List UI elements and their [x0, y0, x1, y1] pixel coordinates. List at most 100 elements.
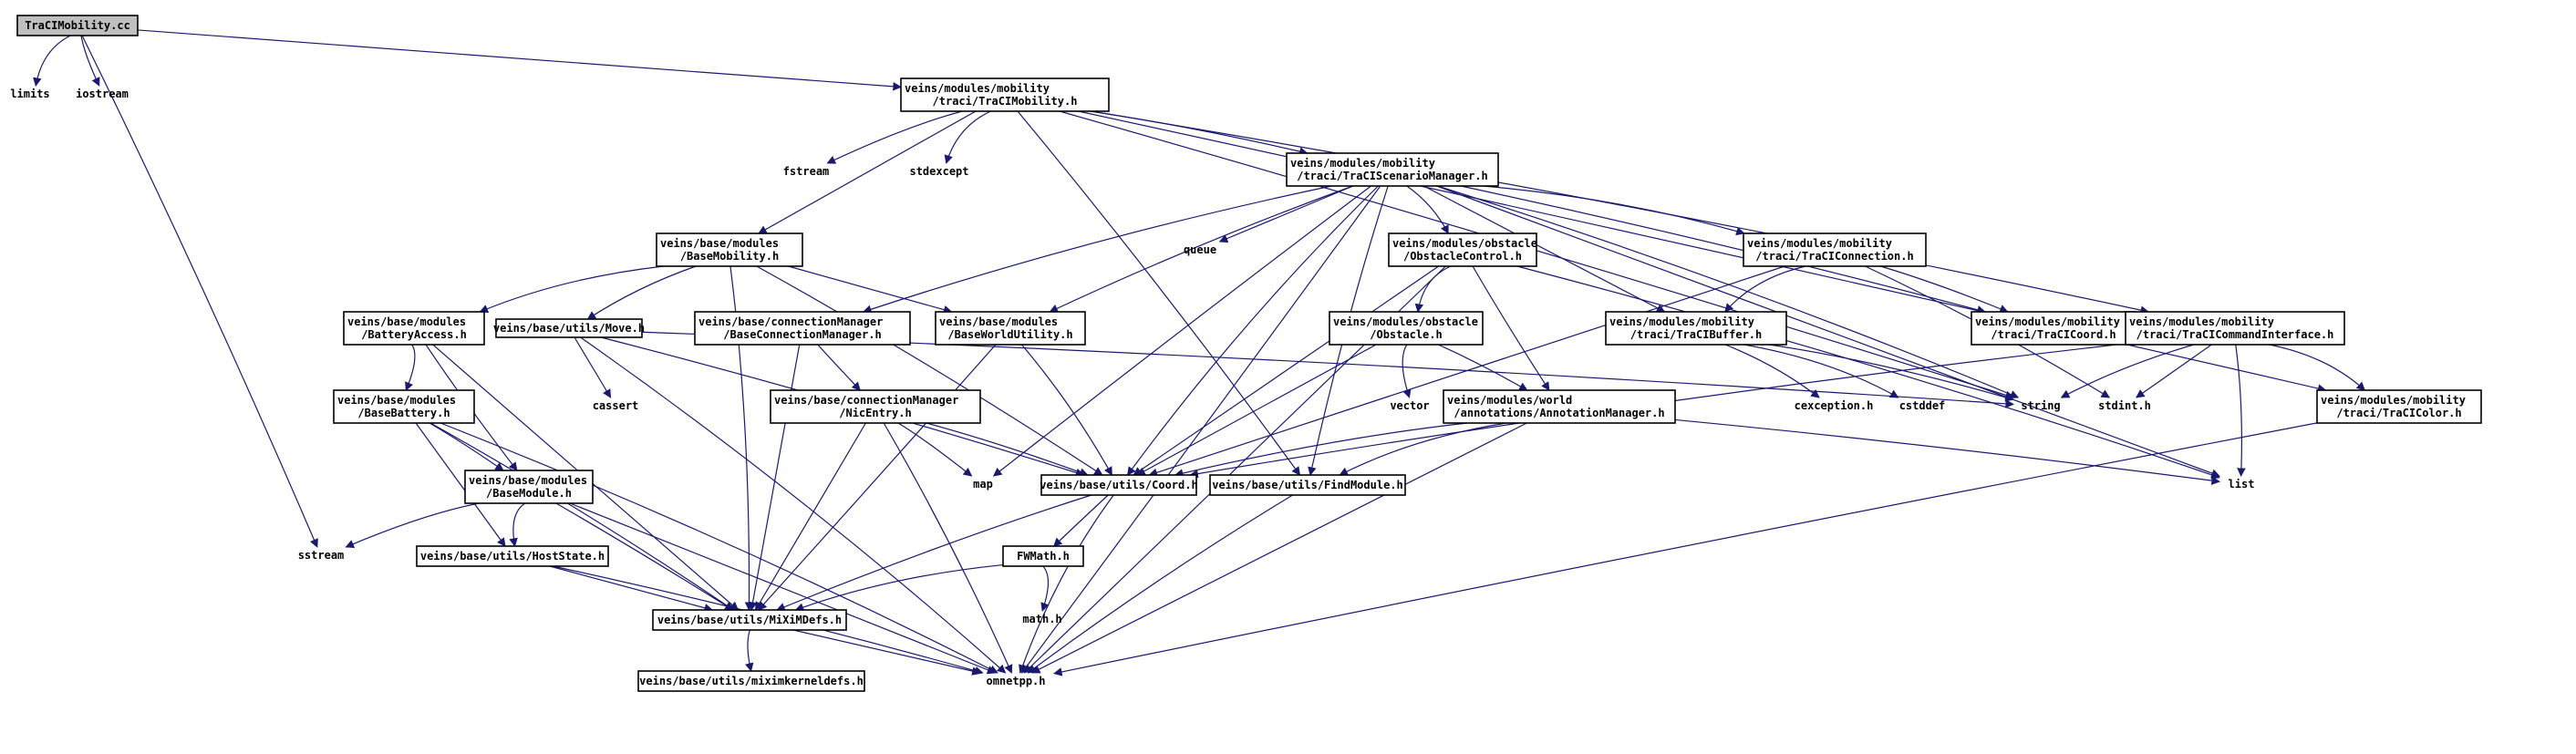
- node-label: veins/modules/mobility: [2129, 315, 2274, 328]
- node-label: sstream: [298, 549, 345, 562]
- node-root[interactable]: TraCIMobility.cc: [16, 15, 139, 36]
- node-box: [464, 470, 594, 504]
- node-label: /traci/TraCIColor.h: [2336, 407, 2461, 419]
- node-label: veins/base/connectionManager: [698, 315, 883, 328]
- edge-tracimob_h-to-scenario: [1090, 110, 1309, 156]
- node-label: /BatteryAccess.h: [361, 328, 467, 341]
- node-basemob[interactable]: veins/base/modules/BaseMobility.h: [656, 232, 803, 267]
- node-fwmath[interactable]: FWMath.h: [1002, 545, 1084, 567]
- node-label: FWMath.h: [1017, 550, 1070, 563]
- node-label: veins/modules/mobility: [1975, 315, 2120, 328]
- node-coord[interactable]: veins/base/utils/Coord.h: [1040, 474, 1198, 496]
- node-sstream[interactable]: sstream: [298, 549, 345, 562]
- node-hoststate[interactable]: veins/base/utils/HostState.h: [416, 545, 609, 567]
- node-label: cstddef: [1899, 399, 1946, 412]
- edge-basemob-to-move: [586, 265, 697, 320]
- node-label: veins/base/utils/miximkerneldefs.h: [639, 675, 864, 687]
- node-annotation[interactable]: veins/modules/world/annotations/Annotati…: [1443, 389, 1676, 424]
- node-mathh[interactable]: math.h: [1022, 613, 1061, 625]
- node-stdexcept[interactable]: stdexcept: [909, 165, 968, 178]
- edge-nicentry-to-map: [897, 422, 973, 477]
- node-string[interactable]: string: [2021, 399, 2060, 412]
- node-tracibuffer[interactable]: veins/modules/mobility/traci/TraCIBuffer…: [1605, 311, 1787, 346]
- edge-scenario-to-baseworld: [1049, 185, 1353, 313]
- edge-basemob-to-coord: [756, 265, 1103, 476]
- node-cstddef[interactable]: cstddef: [1899, 399, 1946, 412]
- node-box: [333, 389, 475, 424]
- node-obstaclecontrol[interactable]: veins/modules/obstacle/ObstacleControl.h: [1388, 232, 1537, 267]
- node-label: veins/base/modules: [347, 315, 466, 328]
- node-label: veins/modules/mobility: [2321, 394, 2466, 407]
- edge-obstaclecontrol-to-list: [1516, 265, 2220, 480]
- node-kerneldefs[interactable]: veins/base/utils/miximkerneldefs.h: [637, 670, 865, 692]
- node-label: /traci/TraCICoord.h: [1991, 328, 2116, 341]
- node-box: [656, 232, 803, 267]
- node-label: /BaseBattery.h: [357, 407, 450, 419]
- node-box: [1388, 232, 1537, 267]
- node-label: limits: [10, 88, 49, 100]
- node-box: [694, 311, 911, 346]
- edge-basemodule-to-omnetpp: [569, 502, 997, 675]
- node-limits[interactable]: limits: [10, 88, 49, 100]
- node-nicentry[interactable]: veins/base/connectionManager/NicEntry.h: [770, 389, 981, 424]
- node-label: fstream: [783, 165, 830, 178]
- node-label: veins/modules/obstacle: [1392, 237, 1537, 250]
- node-label: /traci/TraCIMobility.h: [933, 95, 1078, 108]
- node-queue[interactable]: queue: [1184, 243, 1216, 256]
- node-basebattery[interactable]: veins/base/modules/BaseBattery.h: [333, 389, 475, 424]
- node-iostream[interactable]: iostream: [76, 88, 129, 100]
- edge-tracibuffer-to-cstddef: [1743, 344, 1899, 398]
- node-miximdefs[interactable]: veins/base/utils/MiXiMDefs.h: [652, 609, 847, 631]
- edge-basebattery-to-hoststate: [415, 422, 506, 547]
- edge-obstaclecontrol-to-obstacle: [1414, 265, 1452, 313]
- node-label: veins/base/utils/Coord.h: [1040, 479, 1197, 491]
- edge-obstacle-to-coord: [1136, 344, 1377, 476]
- node-omnetpp[interactable]: omnetpp.h: [986, 675, 1045, 687]
- node-label: queue: [1184, 243, 1216, 256]
- edge-nicentry-to-coord: [926, 422, 1089, 477]
- node-battaccess[interactable]: veins/base/modules/BatteryAccess.h: [343, 311, 485, 346]
- edge-basebattery-to-basemodule: [429, 422, 504, 471]
- node-tracicoord[interactable]: veins/modules/mobility/traci/TraCICoord.…: [1971, 311, 2136, 346]
- edge-tracicmd-to-stdint: [2136, 344, 2212, 398]
- node-label: veins/base/modules: [939, 315, 1058, 328]
- edge-baseconnmgr-to-miximdefs: [748, 344, 801, 611]
- node-cassert[interactable]: cassert: [593, 399, 639, 412]
- node-list[interactable]: list: [2229, 478, 2255, 491]
- node-traciconn[interactable]: veins/modules/mobility/traci/TraCIConnec…: [1743, 232, 1927, 267]
- node-label: veins/base/modules: [337, 394, 456, 407]
- node-label: /BaseMobility.h: [680, 250, 779, 263]
- edge-fwmath-to-miximdefs: [794, 563, 1004, 612]
- node-move[interactable]: veins/base/utils/Move.h: [493, 318, 645, 338]
- node-box: [900, 77, 1110, 112]
- edge-tracimob_h-to-tracicolor: [1078, 110, 2327, 393]
- edge-annotation-to-findmodule: [1339, 422, 1507, 476]
- node-label: veins/modules/obstacle: [1333, 315, 1478, 328]
- edge-tracicmd-to-tracicolor: [2269, 344, 2366, 391]
- edge-root-to-limits: [33, 35, 71, 87]
- node-obstacle[interactable]: veins/modules/obstacle/Obstacle.h: [1329, 311, 1484, 346]
- edge-scenario-to-tracicoord: [1460, 185, 1986, 315]
- node-label: /BaseWorldUtility.h: [947, 328, 1072, 341]
- node-baseworld[interactable]: veins/base/modules/BaseWorldUtility.h: [935, 311, 1086, 346]
- node-map[interactable]: map: [973, 478, 993, 491]
- node-label: veins/base/utils/FindModule.h: [1212, 479, 1403, 491]
- node-findmodule[interactable]: veins/base/utils/FindModule.h: [1209, 474, 1406, 496]
- node-box: [637, 670, 865, 692]
- node-tracicmd[interactable]: veins/modules/mobility/traci/TraCIComman…: [2125, 311, 2345, 346]
- node-basemodule[interactable]: veins/base/modules/BaseModule.h: [464, 470, 594, 504]
- node-stdint[interactable]: stdint.h: [2098, 399, 2151, 412]
- node-label: cexception.h: [1795, 399, 1874, 412]
- edge-move-to-cassert: [574, 336, 612, 398]
- node-scenario[interactable]: veins/modules/mobility/traci/TraCIScenar…: [1286, 152, 1499, 187]
- node-box: [652, 609, 847, 631]
- node-cexception[interactable]: cexception.h: [1795, 399, 1874, 412]
- node-label: omnetpp.h: [986, 675, 1045, 687]
- node-fstream[interactable]: fstream: [783, 165, 830, 178]
- node-baseconnmgr[interactable]: veins/base/connectionManager/BaseConnect…: [694, 311, 911, 346]
- node-vector[interactable]: vector: [1390, 399, 1429, 412]
- node-label: stdexcept: [909, 165, 968, 178]
- node-tracimob_h[interactable]: veins/modules/mobility/traci/TraCIMobili…: [900, 77, 1110, 112]
- node-tracicolor[interactable]: veins/modules/mobility/traci/TraCIColor.…: [2316, 389, 2482, 424]
